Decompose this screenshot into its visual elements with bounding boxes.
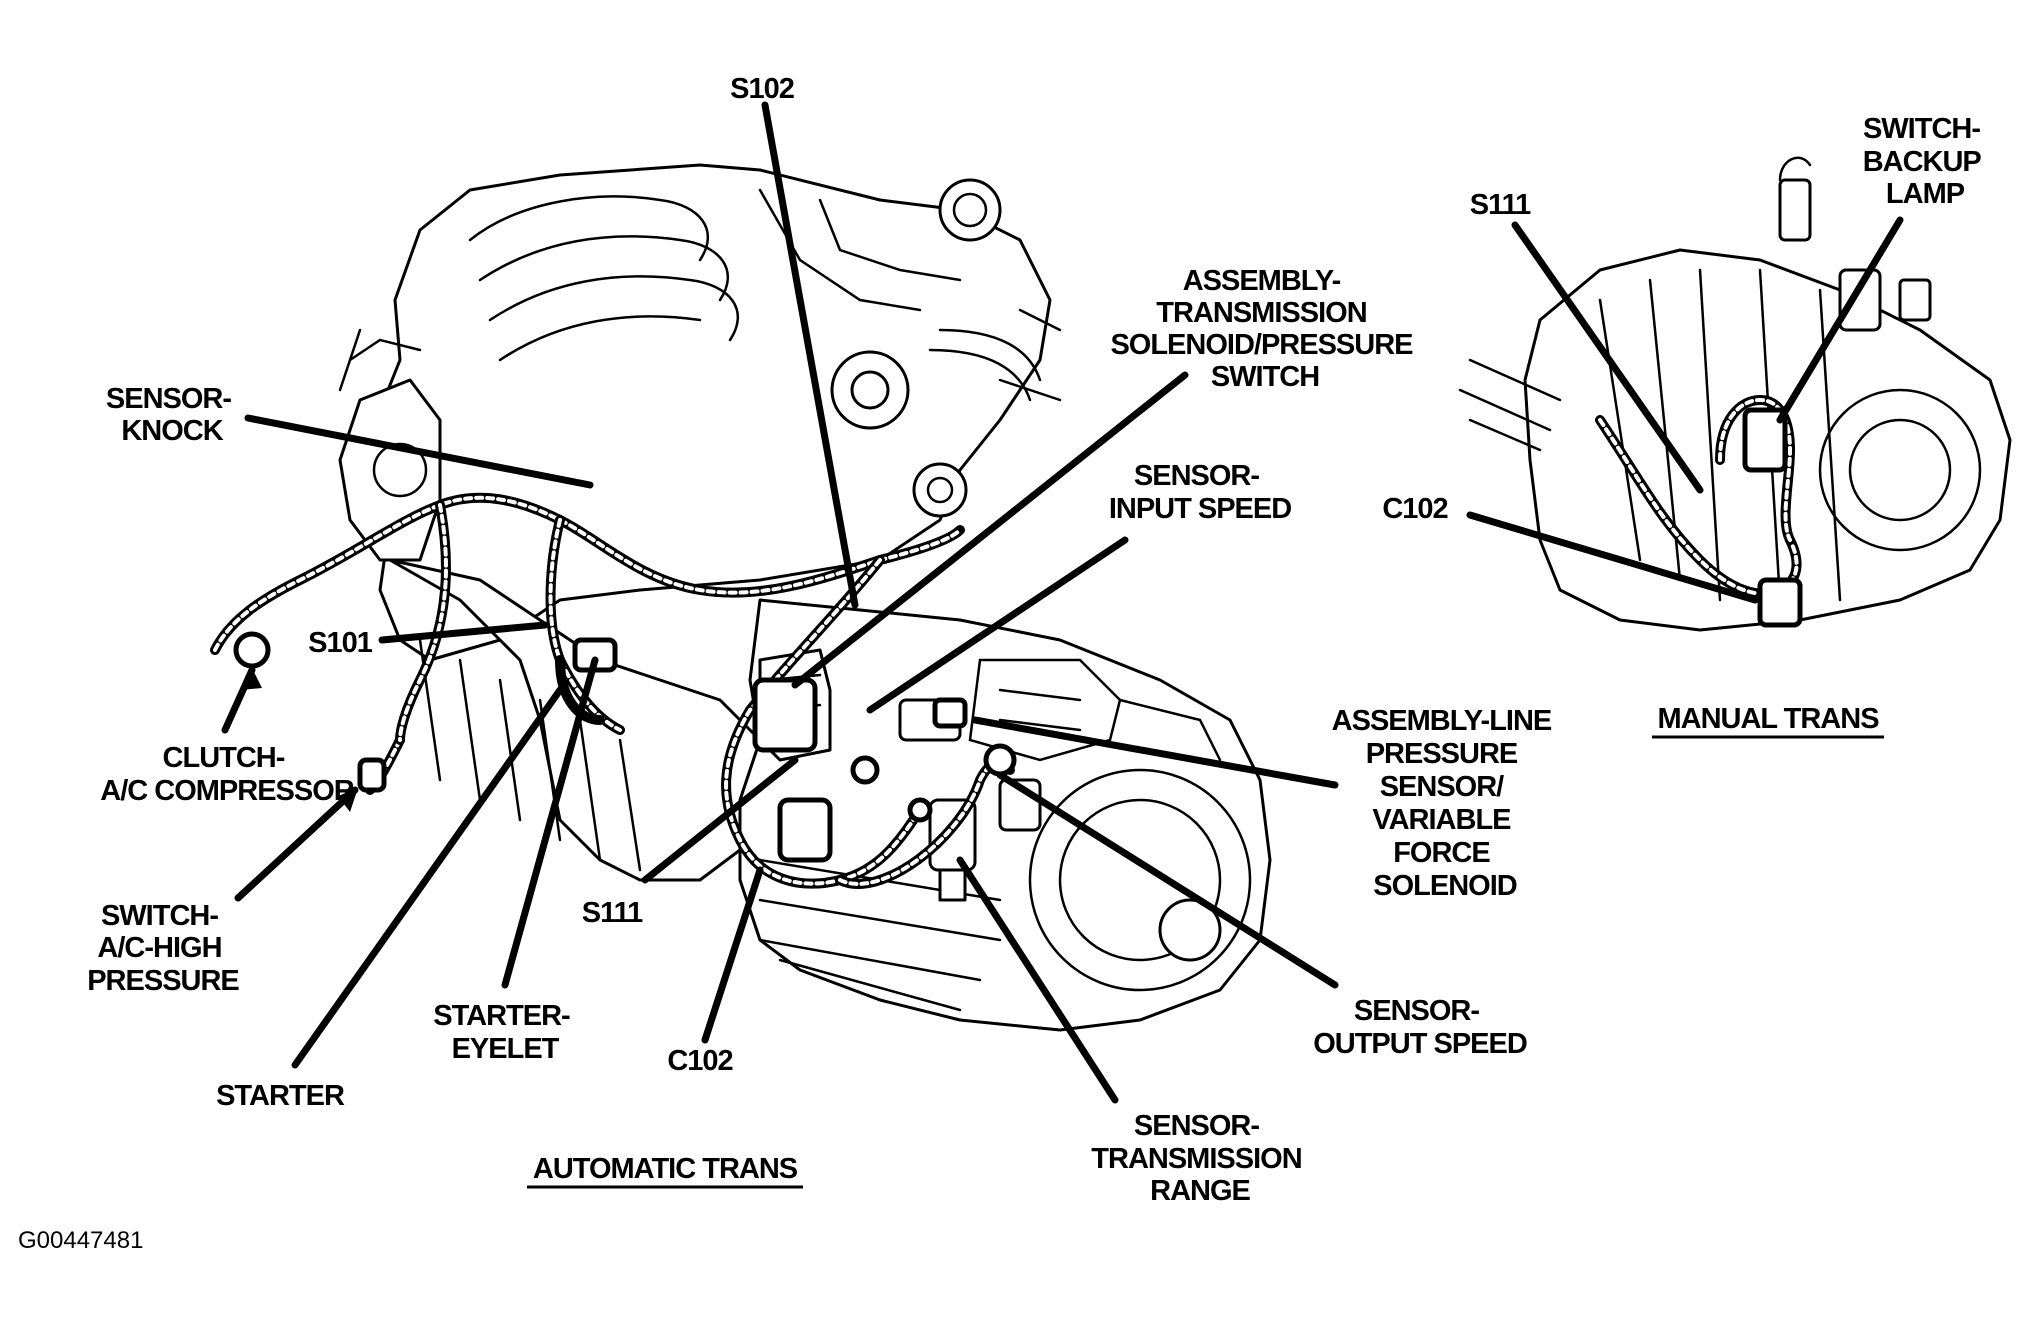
label-sensor-knock: SENSOR- KNOCK [106, 383, 238, 447]
figure-id: G00447481 [18, 1227, 143, 1254]
leader-lines [221, 101, 1904, 1104]
label-c102-manual: C102 [1382, 493, 1447, 525]
caption-automatic-trans: AUTOMATIC TRANS [533, 1153, 798, 1185]
label-sensor-output-speed: SENSOR- OUTPUT SPEED [1313, 995, 1527, 1060]
label-assembly-transmission-solenoid: ASSEMBLY- TRANSMISSION SOLENOID/PRESSURE… [1110, 265, 1419, 393]
label-s111-manual: S111 [1470, 189, 1531, 221]
label-assembly-line-pressure: ASSEMBLY-LINE PRESSURE SENSOR/ VARIABLE … [1332, 705, 1559, 902]
label-s102: S102 [730, 73, 794, 105]
captions: AUTOMATIC TRANS MANUAL TRANS [527, 703, 1884, 1189]
label-switch-ac-high-pressure: SWITCH- A/C-HIGH PRESSURE [87, 900, 239, 997]
label-clutch-ac-compressor: CLUTCH- A/C COMPRESSOR [100, 742, 355, 807]
engine-illustration [210, 163, 1272, 1032]
label-sensor-transmission-range: SENSOR- TRANSMISSION RANGE [1091, 1110, 1308, 1207]
label-s111-auto: S111 [582, 897, 643, 929]
manual-trans-illustration [1458, 156, 2012, 632]
label-switch-backup-lamp: SWITCH- BACKUP LAMP [1863, 113, 1988, 210]
label-sensor-input-speed: SENSOR- INPUT SPEED [1109, 460, 1291, 525]
label-c102-auto: C102 [667, 1045, 732, 1077]
label-starter: STARTER [216, 1080, 345, 1112]
label-s101: S101 [308, 627, 373, 659]
callout-labels: S102 ASSEMBLY- TRANSMISSION SOLENOID/PRE… [87, 73, 1988, 1207]
caption-manual-trans: MANUAL TRANS [1657, 703, 1879, 735]
label-starter-eyelet: STARTER- EYELET [433, 1000, 577, 1065]
